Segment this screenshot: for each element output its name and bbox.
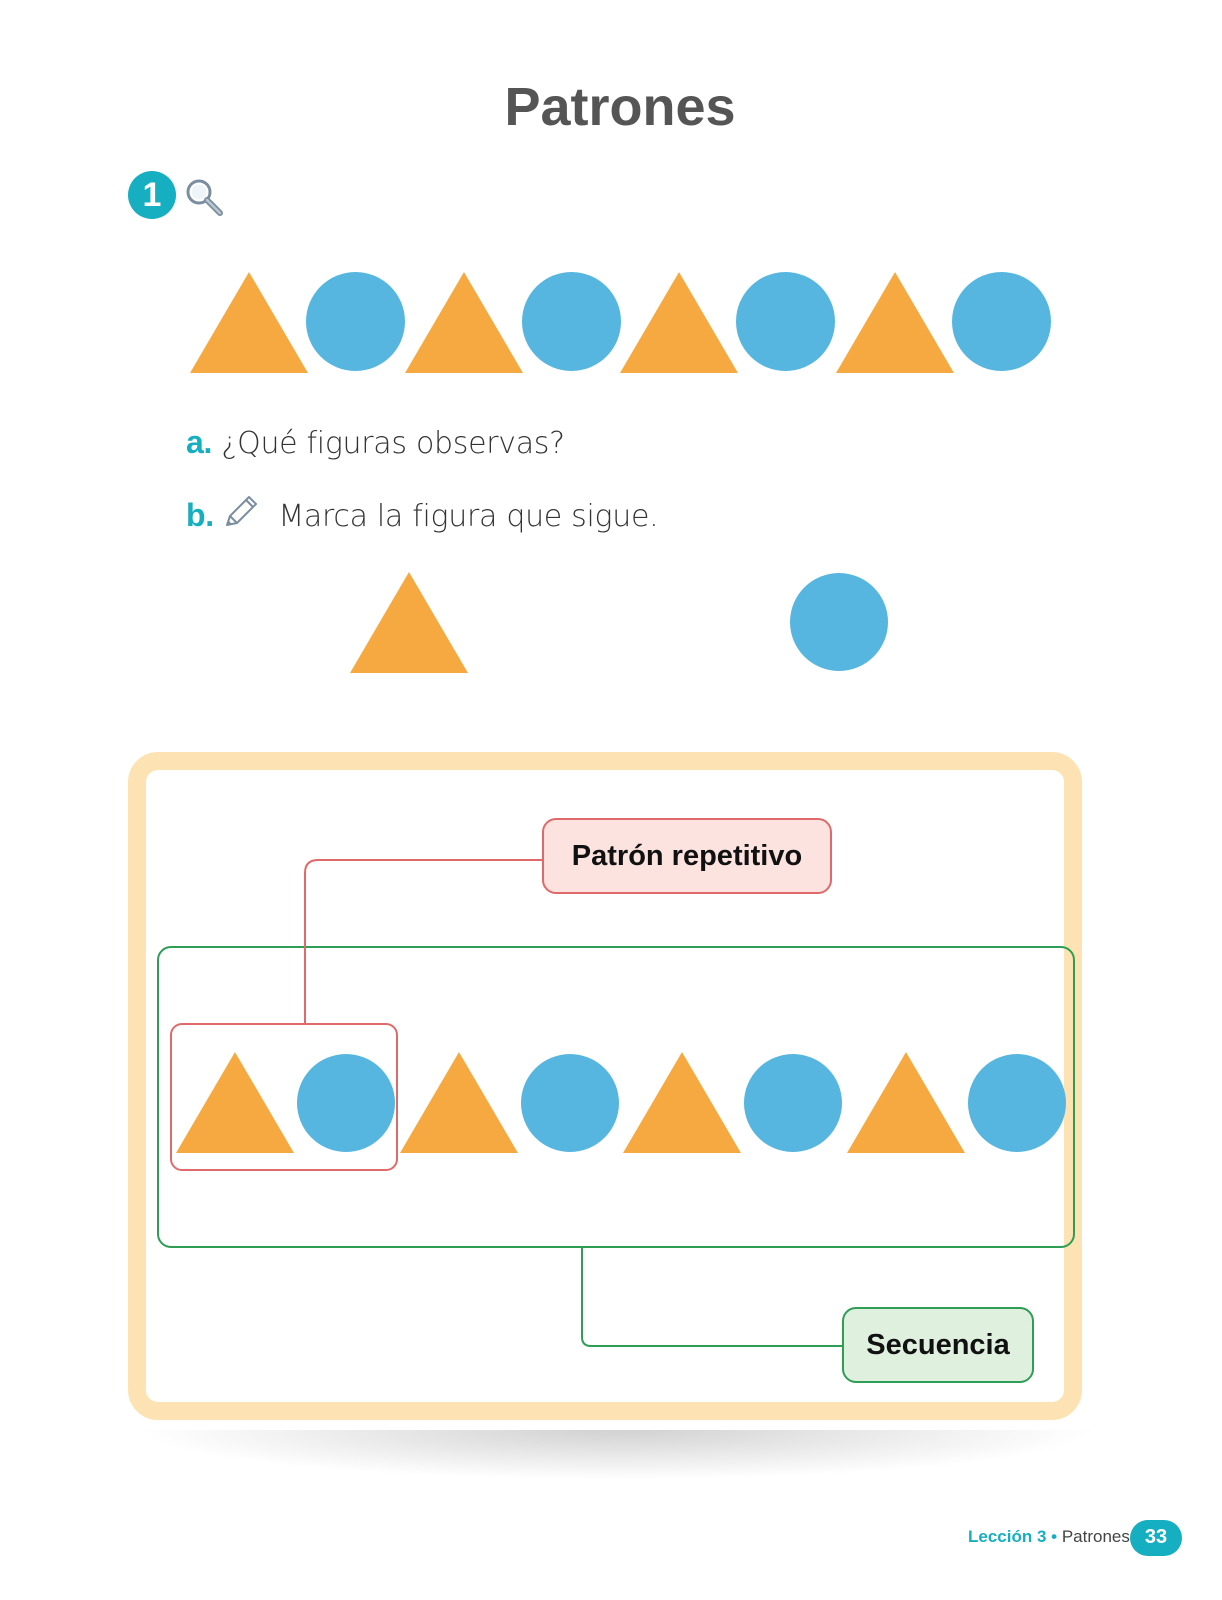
question-a-letter: a.	[186, 424, 213, 460]
triangle-shape	[847, 1052, 965, 1153]
footer-lesson: Lección 3	[968, 1527, 1047, 1546]
triangle-shape	[620, 272, 738, 373]
circle-shape	[306, 272, 405, 371]
circle-shape	[968, 1054, 1066, 1152]
answer-option-triangle[interactable]	[350, 572, 468, 673]
question-b: b. Marca la figura que sigue.	[186, 497, 659, 534]
pencil-icon	[226, 496, 257, 526]
triangle-shape	[176, 1052, 294, 1153]
question-a-text: ¿Qué figuras observas?	[221, 426, 565, 461]
frame-shadow	[135, 1430, 1100, 1480]
page-number: 33	[1130, 1520, 1182, 1556]
circle-shape	[521, 1054, 619, 1152]
circle-shape	[744, 1054, 842, 1152]
question-a: a. ¿Qué figuras observas?	[186, 424, 565, 461]
triangle-shape	[400, 1052, 518, 1153]
exercise-number-badge: 1	[128, 171, 176, 219]
sequence-box	[157, 946, 1075, 1248]
question-b-letter: b.	[186, 497, 214, 533]
footer-topic: Patrones	[1061, 1527, 1130, 1546]
footer-separator: •	[1051, 1527, 1058, 1546]
circle-shape	[522, 272, 621, 371]
magnifier-icon	[186, 179, 223, 216]
page-footer: Lección 3 • Patrones	[968, 1527, 1130, 1547]
triangle-shape	[405, 272, 523, 373]
triangle-shape	[623, 1052, 741, 1153]
triangle-shape	[836, 272, 954, 373]
question-b-text: Marca la figura que sigue.	[278, 499, 659, 534]
triangle-shape	[190, 272, 308, 373]
circle-shape	[736, 272, 835, 371]
page-title: Patrones	[504, 77, 736, 137]
sequence-label: Secuencia	[842, 1307, 1034, 1383]
pattern-label: Patrón repetitivo	[542, 818, 832, 894]
circle-shape	[297, 1054, 395, 1152]
pattern-box	[170, 1023, 398, 1171]
answer-option-circle[interactable]	[790, 573, 888, 671]
circle-shape	[952, 272, 1051, 371]
